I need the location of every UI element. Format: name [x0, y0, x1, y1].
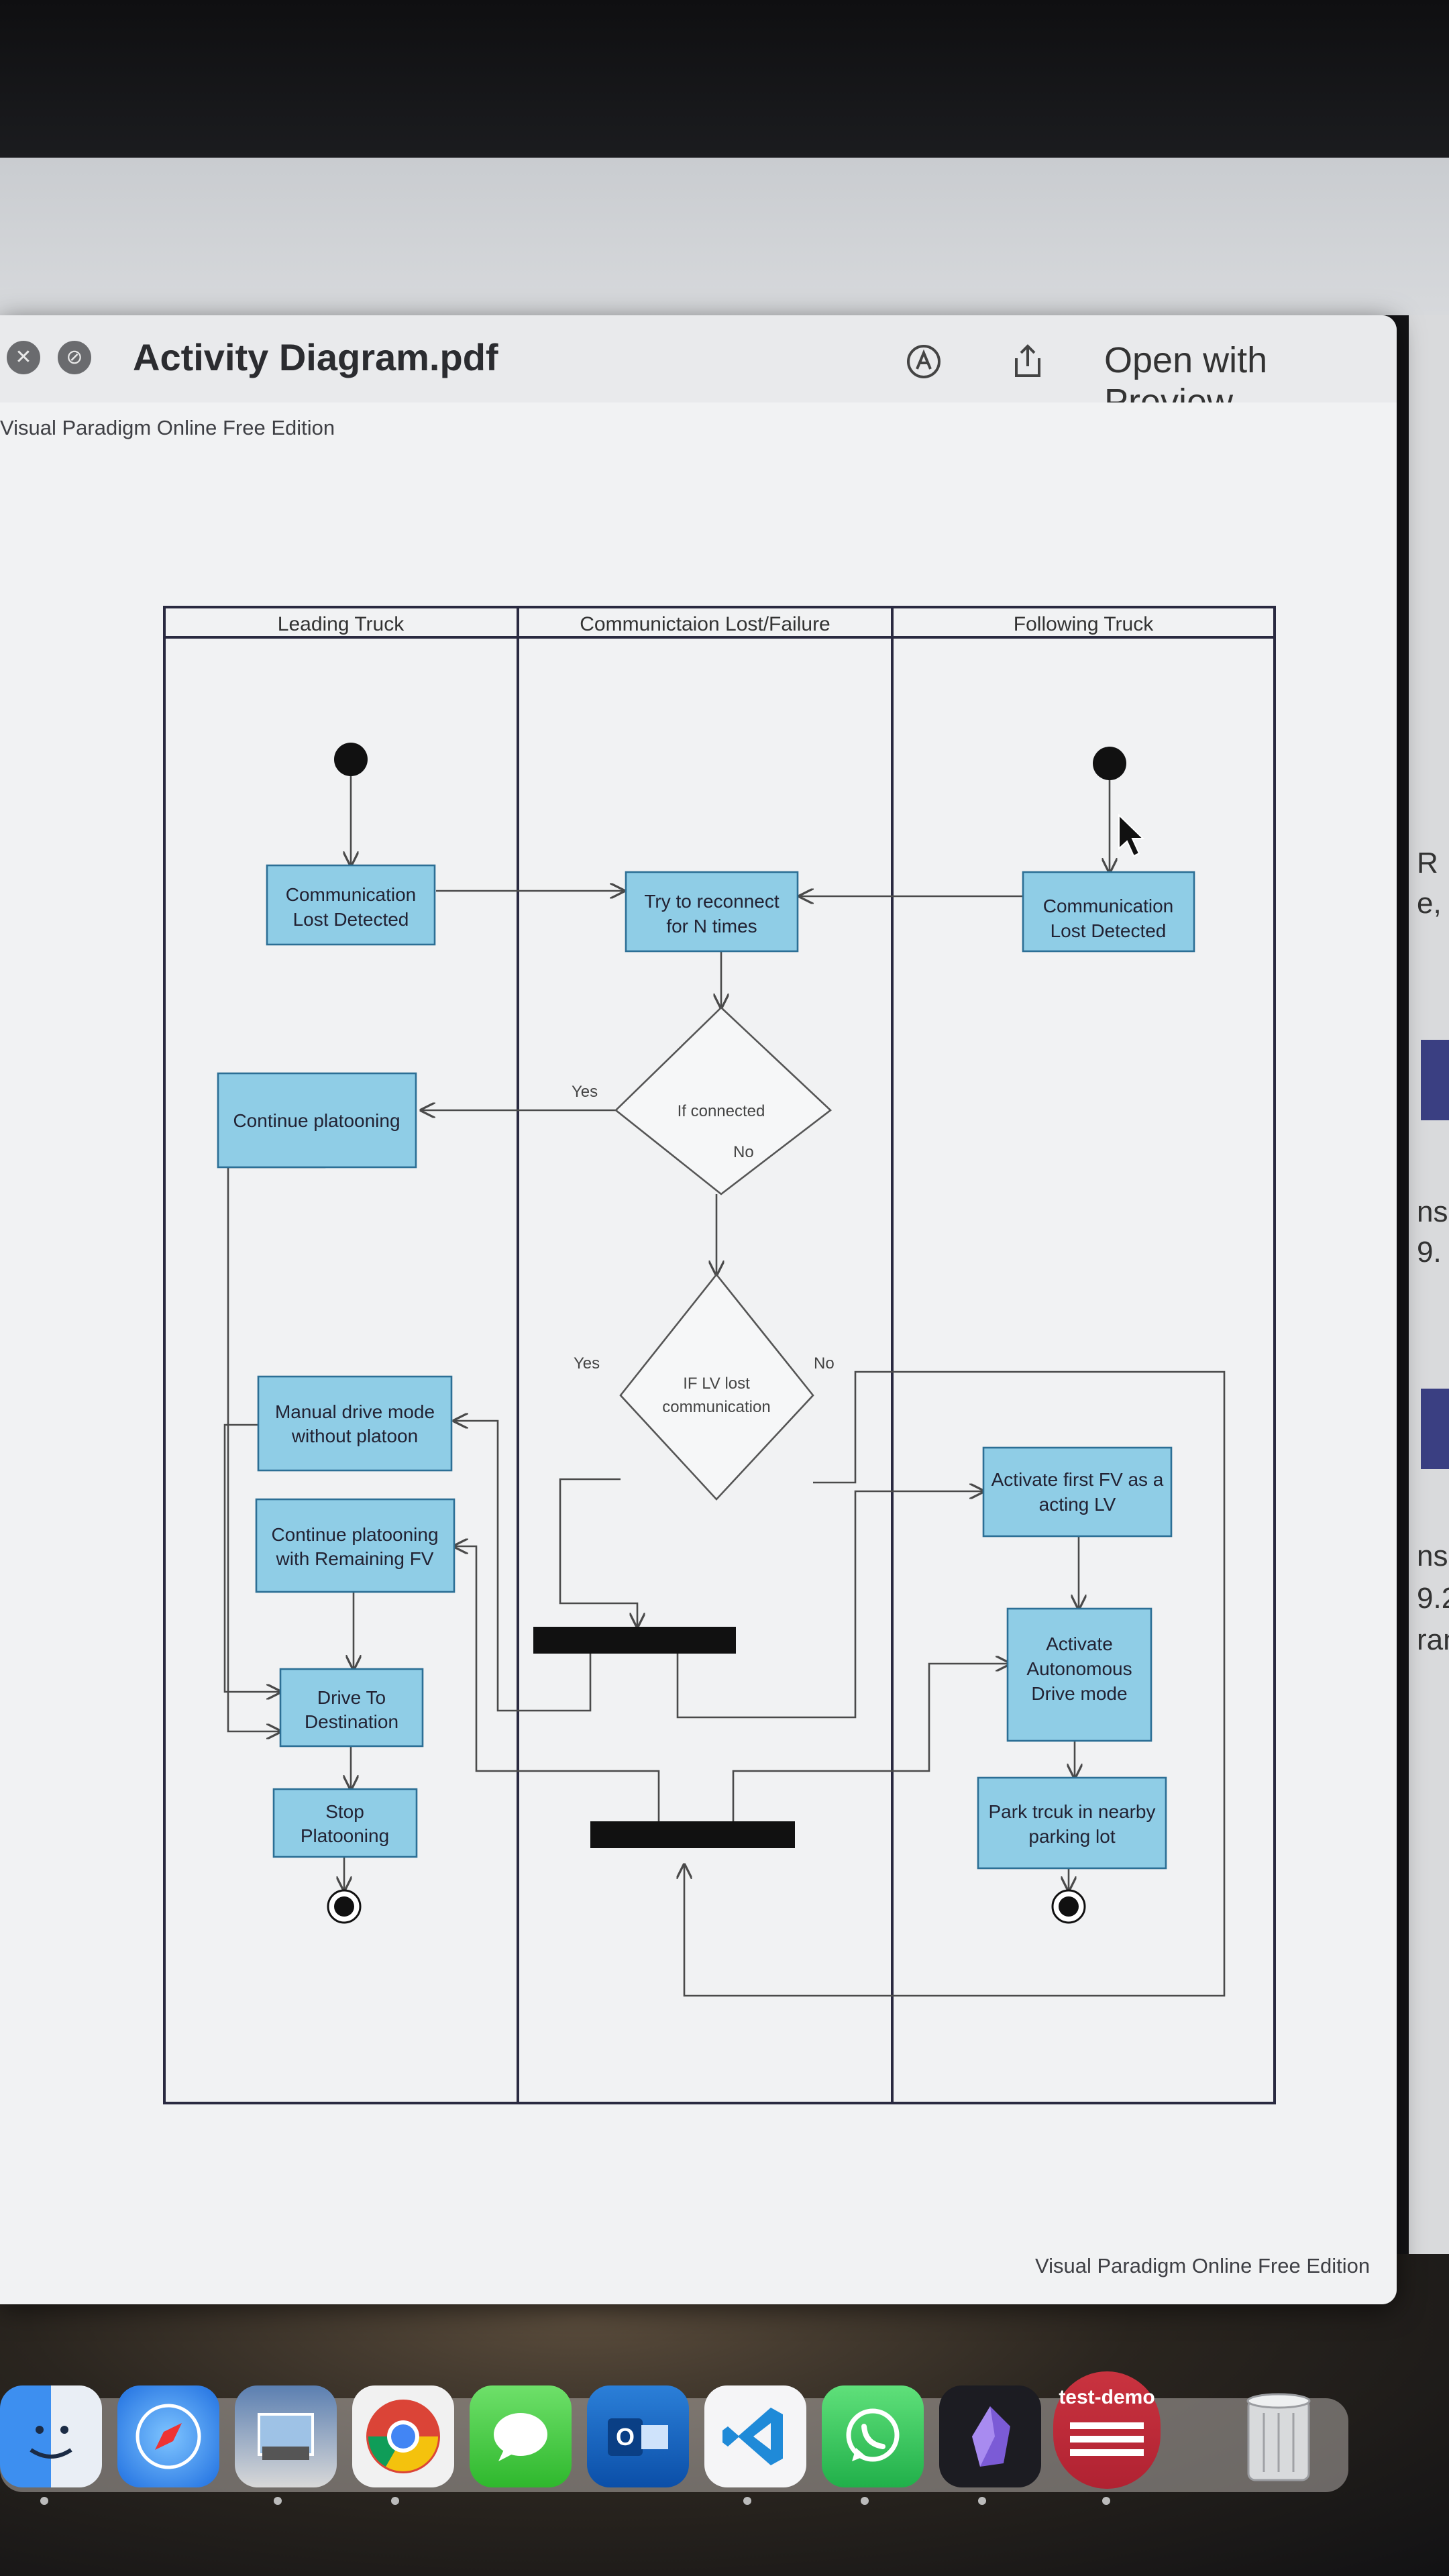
close-icon[interactable]: ✕ [7, 341, 40, 374]
test-demo-label: test-demo [1059, 2386, 1155, 2408]
activity-text: Try to reconnect [644, 891, 779, 912]
final-node [327, 1889, 362, 1924]
activity-text: with Remaining FV [276, 1548, 434, 1569]
activity-text: Communication [286, 884, 417, 905]
activity-autonomous-drive [1006, 1607, 1152, 1742]
activity-text: Activate [1046, 1633, 1113, 1654]
lane-communication-lost: Communictaion Lost/Failure [580, 613, 830, 635]
activity-text: Drive To [317, 1687, 386, 1708]
activity-continue-platooning [217, 1072, 417, 1169]
swimlane-frame [163, 606, 1276, 2104]
pdf-page: Visual Paradigm Online Free Edition Visu… [0, 402, 1397, 2304]
activity-activate-first-fv [982, 1446, 1173, 1538]
background-text-fragment: ns [1417, 1195, 1448, 1228]
obsidian-icon[interactable] [939, 2385, 1041, 2487]
watermark-bottom: Visual Paradigm Online Free Edition [1035, 2254, 1371, 2277]
markup-icon[interactable] [906, 343, 942, 380]
safari-icon[interactable] [117, 2385, 219, 2487]
svg-text:O: O [616, 2423, 635, 2451]
top-dark-background [0, 0, 1449, 158]
guard-no: No [733, 1143, 754, 1161]
title-bar: ✕ ⊘ Activity Diagram.pdf Open with Previ… [0, 315, 1397, 422]
mouse-cursor-icon [1118, 813, 1145, 857]
activity-manual-drive [257, 1375, 453, 1472]
background-window-edge [1409, 315, 1449, 2261]
vscode-icon[interactable] [704, 2385, 806, 2487]
activity-text: Activate first FV as a [991, 1469, 1164, 1490]
lane-following-truck: Following Truck [1014, 613, 1154, 635]
activity-try-reconnect [625, 871, 799, 953]
quicklook-window: ✕ ⊘ Activity Diagram.pdf Open with Previ… [0, 315, 1397, 2304]
window-title: Activity Diagram.pdf [133, 336, 498, 378]
activity-text: Continue platooning [233, 1110, 400, 1131]
activity-drive-destination [279, 1668, 424, 1748]
chrome-icon[interactable] [352, 2385, 454, 2487]
running-indicator [274, 2497, 282, 2505]
background-text-fragment: 9. [1417, 1236, 1442, 1269]
activity-text: Platooning [301, 1825, 389, 1846]
guard-no: No [814, 1354, 835, 1373]
trash-icon[interactable] [1228, 2385, 1330, 2487]
activity-text: for N times [666, 916, 757, 936]
guard-yes: Yes [574, 1354, 600, 1373]
preview-icon[interactable] [235, 2385, 337, 2487]
activity-text: parking lot [1028, 1826, 1115, 1847]
activity-text: Drive mode [1031, 1683, 1127, 1704]
test-demo-icon[interactable]: test-demo [1053, 2371, 1161, 2489]
activity-text: Destination [305, 1711, 398, 1732]
activity-text: Continue platooning [271, 1524, 438, 1545]
activity-text: Communication [1043, 896, 1174, 916]
activity-text: Park trcuk in nearby [989, 1801, 1156, 1822]
activity-continue-remaining [255, 1498, 455, 1593]
running-indicator [743, 2497, 751, 2505]
background-text-fragment: R [1417, 847, 1438, 879]
decision-label: IF LV lost [683, 1375, 750, 1393]
background-text-fragment: ran [1417, 1623, 1449, 1656]
messages-icon[interactable] [470, 2385, 572, 2487]
fork-bar [533, 1627, 736, 1654]
activity-text: acting LV [1039, 1494, 1116, 1515]
desktop-background-strip [0, 158, 1449, 315]
background-bar [1421, 1040, 1449, 1120]
initial-node [1093, 747, 1126, 780]
activity-park-truck [977, 1776, 1167, 1870]
activity-diagram: Leading Truck Communictaion Lost/Failure… [163, 606, 1276, 2104]
decision-if-lv-lost [619, 1273, 814, 1501]
join-bar [590, 1821, 795, 1848]
activity-text: Lost Detected [1051, 920, 1167, 941]
activity-ft-comm-lost [1022, 871, 1195, 953]
finder-icon[interactable] [0, 2385, 102, 2487]
activity-text: Stop [325, 1801, 364, 1822]
share-icon[interactable] [1010, 343, 1046, 380]
background-bar [1421, 1389, 1449, 1469]
background-text-fragment: 9.2 [1417, 1582, 1449, 1615]
activity-stop-platooning [272, 1788, 418, 1858]
activity-text: Lost Detected [293, 909, 409, 930]
fullscreen-icon[interactable]: ⊘ [58, 341, 91, 374]
running-indicator [861, 2497, 869, 2505]
decision-if-connected [614, 1006, 833, 1195]
background-text-fragment: e, [1417, 887, 1442, 920]
running-indicator [391, 2497, 399, 2505]
watermark-top: Visual Paradigm Online Free Edition [0, 416, 335, 439]
outlook-icon[interactable]: O [587, 2385, 689, 2487]
decision-label: If connected [678, 1102, 765, 1120]
lane-leading-truck: Leading Truck [278, 613, 405, 635]
initial-node [334, 743, 368, 776]
background-text-fragment: nsh [1417, 1540, 1449, 1572]
activity-text: Autonomous [1026, 1658, 1132, 1679]
activity-text: Manual drive mode [275, 1401, 435, 1422]
decision-label: communication [662, 1398, 770, 1416]
guard-yes: Yes [572, 1083, 598, 1101]
activity-lt-comm-lost [266, 864, 436, 946]
activity-text: without platoon [291, 1426, 418, 1446]
running-indicator [1102, 2497, 1110, 2505]
running-indicator [978, 2497, 986, 2505]
final-node [1051, 1889, 1086, 1924]
running-indicator [40, 2497, 48, 2505]
whatsapp-icon[interactable] [822, 2385, 924, 2487]
